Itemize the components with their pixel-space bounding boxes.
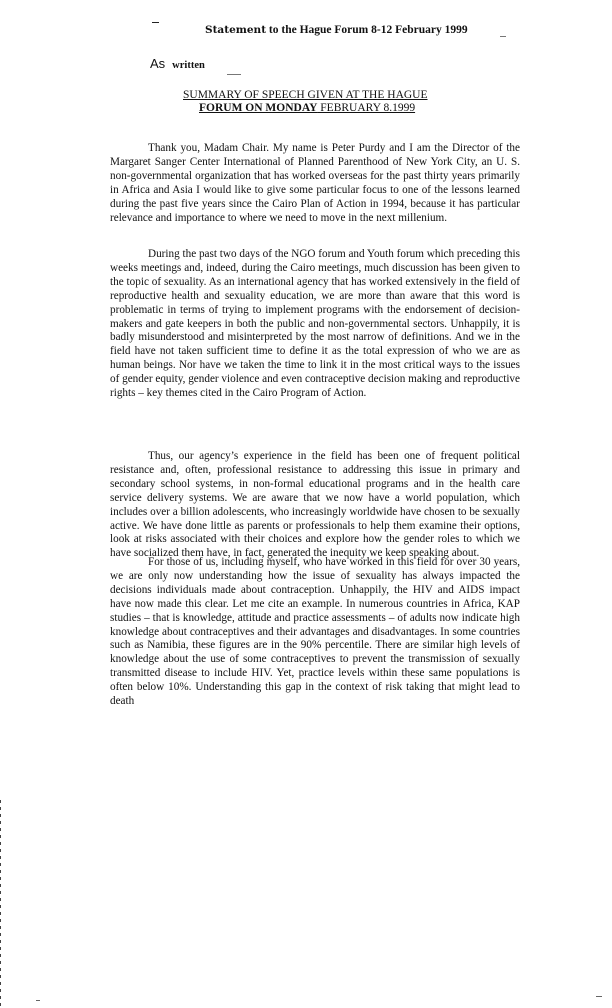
as-written-note: As written	[150, 56, 205, 72]
scan-edge-artifact	[0, 800, 1, 1008]
body-paragraph: During the past two days of the NGO foru…	[110, 248, 520, 401]
title-line-1: SUMMARY OF SPEECH GIVEN AT THE HAGUE	[183, 89, 428, 101]
title-line-2-rest: FEBRUARY 8.1999	[317, 102, 416, 114]
statement-heading: Statement to the Hague Forum 8-12 Februa…	[205, 24, 468, 36]
title-line-2-bold: FORUM ON MONDAY	[199, 102, 318, 114]
body-paragraph: Thank you, Madam Chair. My name is Peter…	[110, 142, 520, 225]
scan-artifact	[152, 22, 159, 23]
paragraph-text: Thank you, Madam Chair. My name is Peter…	[110, 142, 520, 224]
written-label: written	[172, 60, 205, 71]
statement-first-word: Statement	[205, 24, 267, 36]
statement-rest: to the Hague Forum 8-12 February 1999	[268, 24, 468, 36]
scan-artifact	[500, 36, 506, 37]
paragraph-text: Thus, our agency’s experience in the fie…	[110, 450, 520, 560]
title-line-2: FORUM ON MONDAY FEBRUARY 8.1999	[199, 102, 415, 115]
scan-artifact	[596, 996, 602, 997]
paragraph-text: For those of us, including myself, who h…	[110, 556, 520, 708]
body-paragraph: Thus, our agency’s experience in the fie…	[110, 450, 520, 561]
as-label: As	[150, 56, 166, 71]
scan-artifact	[227, 74, 241, 75]
body-paragraph: For those of us, including myself, who h…	[110, 556, 520, 709]
paragraph-text: During the past two days of the NGO foru…	[110, 248, 520, 400]
scan-artifact	[36, 1000, 40, 1001]
